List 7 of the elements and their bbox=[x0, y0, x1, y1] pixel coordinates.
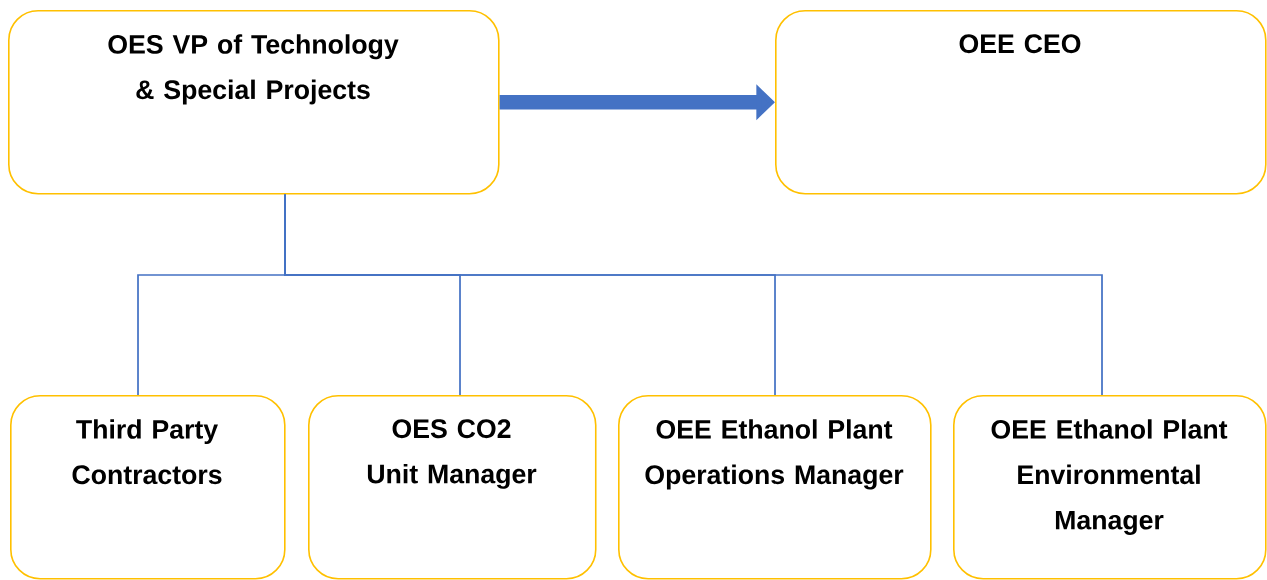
title-box: OES VP of Technology & Special Projects bbox=[8, 10, 500, 195]
connector-line bbox=[284, 193, 1103, 396]
title-box: OEE Ethanol Plant Operations Manager bbox=[618, 395, 932, 580]
title-box: OEE Ethanol Plant Environmental Manager bbox=[953, 395, 1267, 580]
title-box: Third Party Contractors bbox=[10, 395, 286, 580]
title-box: OES CO2 Unit Manager bbox=[308, 395, 597, 580]
title-box: OEE CEO bbox=[775, 10, 1267, 195]
